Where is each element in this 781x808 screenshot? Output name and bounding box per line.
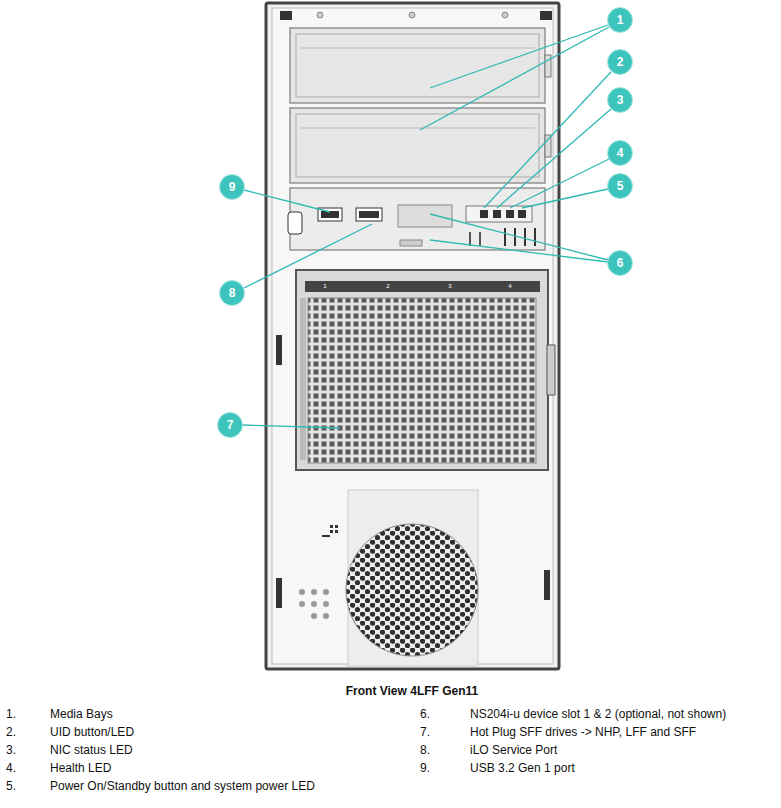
bay-number: 4: [508, 283, 511, 290]
callout-number: 4: [617, 147, 624, 159]
bay-number: 2: [386, 283, 389, 290]
part-name: USB 3.2 Gen 1 port: [470, 761, 575, 775]
list-number: 7.: [420, 725, 430, 739]
callout-circle: 8: [219, 280, 245, 306]
list-number: 1.: [6, 707, 16, 721]
list-number: 9.: [420, 761, 430, 775]
list-number: 4.: [6, 761, 16, 775]
list-number: 6.: [420, 707, 430, 721]
part-name: Health LED: [50, 761, 111, 775]
callout-number: 8: [229, 287, 236, 299]
list-number: 5.: [6, 779, 16, 793]
part-name: Power On/Standby button and system power…: [50, 779, 315, 793]
callout-circle: 5: [607, 173, 633, 199]
callout-circle: 1: [607, 7, 633, 33]
part-name: NIC status LED: [50, 743, 133, 757]
callout-number: 1: [617, 14, 624, 26]
figure-caption: Front View 4LFF Gen11: [346, 684, 478, 698]
callout-number: 3: [617, 94, 624, 106]
list-number: 8.: [420, 743, 430, 757]
part-name: iLO Service Port: [470, 743, 557, 757]
callout-circle: 6: [607, 250, 633, 276]
callout-circle: 3: [607, 87, 633, 113]
callout-number: 9: [229, 181, 236, 193]
callout-number: 7: [227, 419, 234, 431]
part-name: UID button/LED: [50, 725, 134, 739]
list-number: 2.: [6, 725, 16, 739]
list-number: 3.: [6, 743, 16, 757]
part-name: Media Bays: [50, 707, 113, 721]
bay-number: 3: [448, 283, 451, 290]
part-name: Hot Plug SFF drives -> NHP, LFF and SFF: [470, 725, 696, 739]
callout-circle: 4: [607, 140, 633, 166]
callout-circle: 7: [217, 412, 243, 438]
callout-circle: 2: [607, 49, 633, 75]
part-name: NS204i-u device slot 1 & 2 (optional, no…: [470, 707, 726, 721]
callout-number: 5: [617, 180, 624, 192]
callout-number: 2: [617, 56, 624, 68]
bay-number: 1: [323, 283, 326, 290]
callout-circle: 9: [219, 174, 245, 200]
callout-number: 6: [617, 257, 624, 269]
